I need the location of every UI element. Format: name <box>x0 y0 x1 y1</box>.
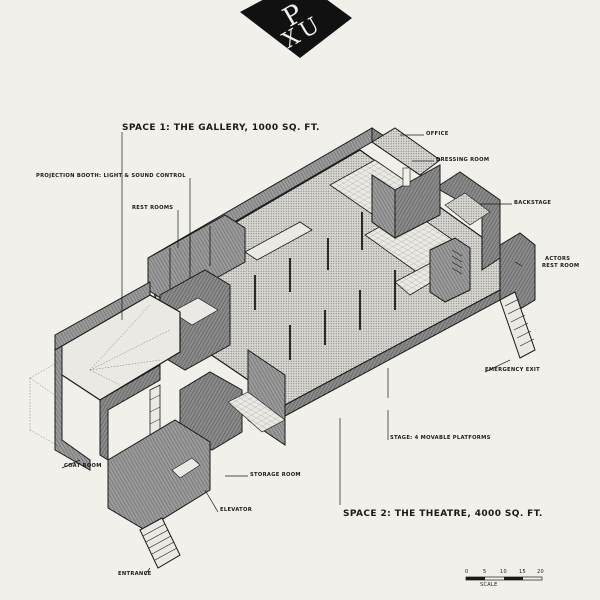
emergency-exit-stair <box>499 291 536 359</box>
storage-room-label: STORAGE ROOM <box>250 472 301 478</box>
backstage-stairs <box>451 249 463 275</box>
gallery-balcony <box>244 221 313 261</box>
gallery-back-wall <box>54 281 151 351</box>
elevator-label: ELEVATOR <box>220 507 253 513</box>
projection-booth-interior <box>171 297 219 326</box>
elevator-car <box>171 457 201 479</box>
rest-rooms-label: REST ROOMS <box>132 205 174 211</box>
scale-bar <box>465 576 543 581</box>
backstage-label: BACKSTAGE <box>514 200 552 206</box>
scale-tick-20: 20 <box>537 569 544 575</box>
actors-label: ACTORS <box>545 256 571 262</box>
space2-label: SPACE 2: THE THEATRE, 4000 SQ. FT. <box>343 509 543 519</box>
coat-room-sightlines <box>29 359 63 449</box>
elevator-shaft <box>107 419 211 531</box>
coat-room-label: COAT ROOM <box>64 463 102 469</box>
dressing-room-side <box>371 174 396 239</box>
dressing-room-label: DRESSING ROOM <box>436 157 490 163</box>
dressing-room-door <box>402 167 411 187</box>
columns <box>254 212 396 360</box>
coat-room-wall <box>54 345 91 471</box>
entrance-label: ENTRANCE <box>118 571 152 577</box>
office-block-top <box>371 127 441 176</box>
entrance-stair <box>139 517 181 569</box>
lobby-wall <box>99 364 161 461</box>
scale-tick-15: 15 <box>519 569 526 575</box>
stage-platforms-label: STAGE: 4 MOVABLE PLATFORMS <box>390 435 491 441</box>
backstage-stair-block <box>429 237 471 303</box>
scale-tick-5: 5 <box>483 569 487 575</box>
office-label: OFFICE <box>426 131 449 137</box>
emergency-stair-treads <box>504 298 535 347</box>
leader-lines <box>61 132 523 576</box>
backstage-wall <box>439 171 501 271</box>
scale-tick-10: 10 <box>500 569 507 575</box>
storage-room-floor <box>227 391 286 433</box>
emergency-exit-label: EMERGENCY EXIT <box>485 367 540 373</box>
backstage-floor <box>444 192 491 226</box>
space1-label: SPACE 1: THE GALLERY, 1000 SQ. FT. <box>122 123 320 133</box>
gallery-sightlines <box>89 304 171 386</box>
projection-booth-label: PROJECTION BOOTH: LIGHT & SOUND CONTROL <box>36 173 186 179</box>
entrance-stair-treads <box>142 523 178 561</box>
logo-diamond <box>240 0 352 58</box>
rest-room-label: REST ROOM <box>542 263 580 269</box>
scale-tick-0: 0 <box>465 569 469 575</box>
scale-caption: SCALE <box>480 582 498 588</box>
